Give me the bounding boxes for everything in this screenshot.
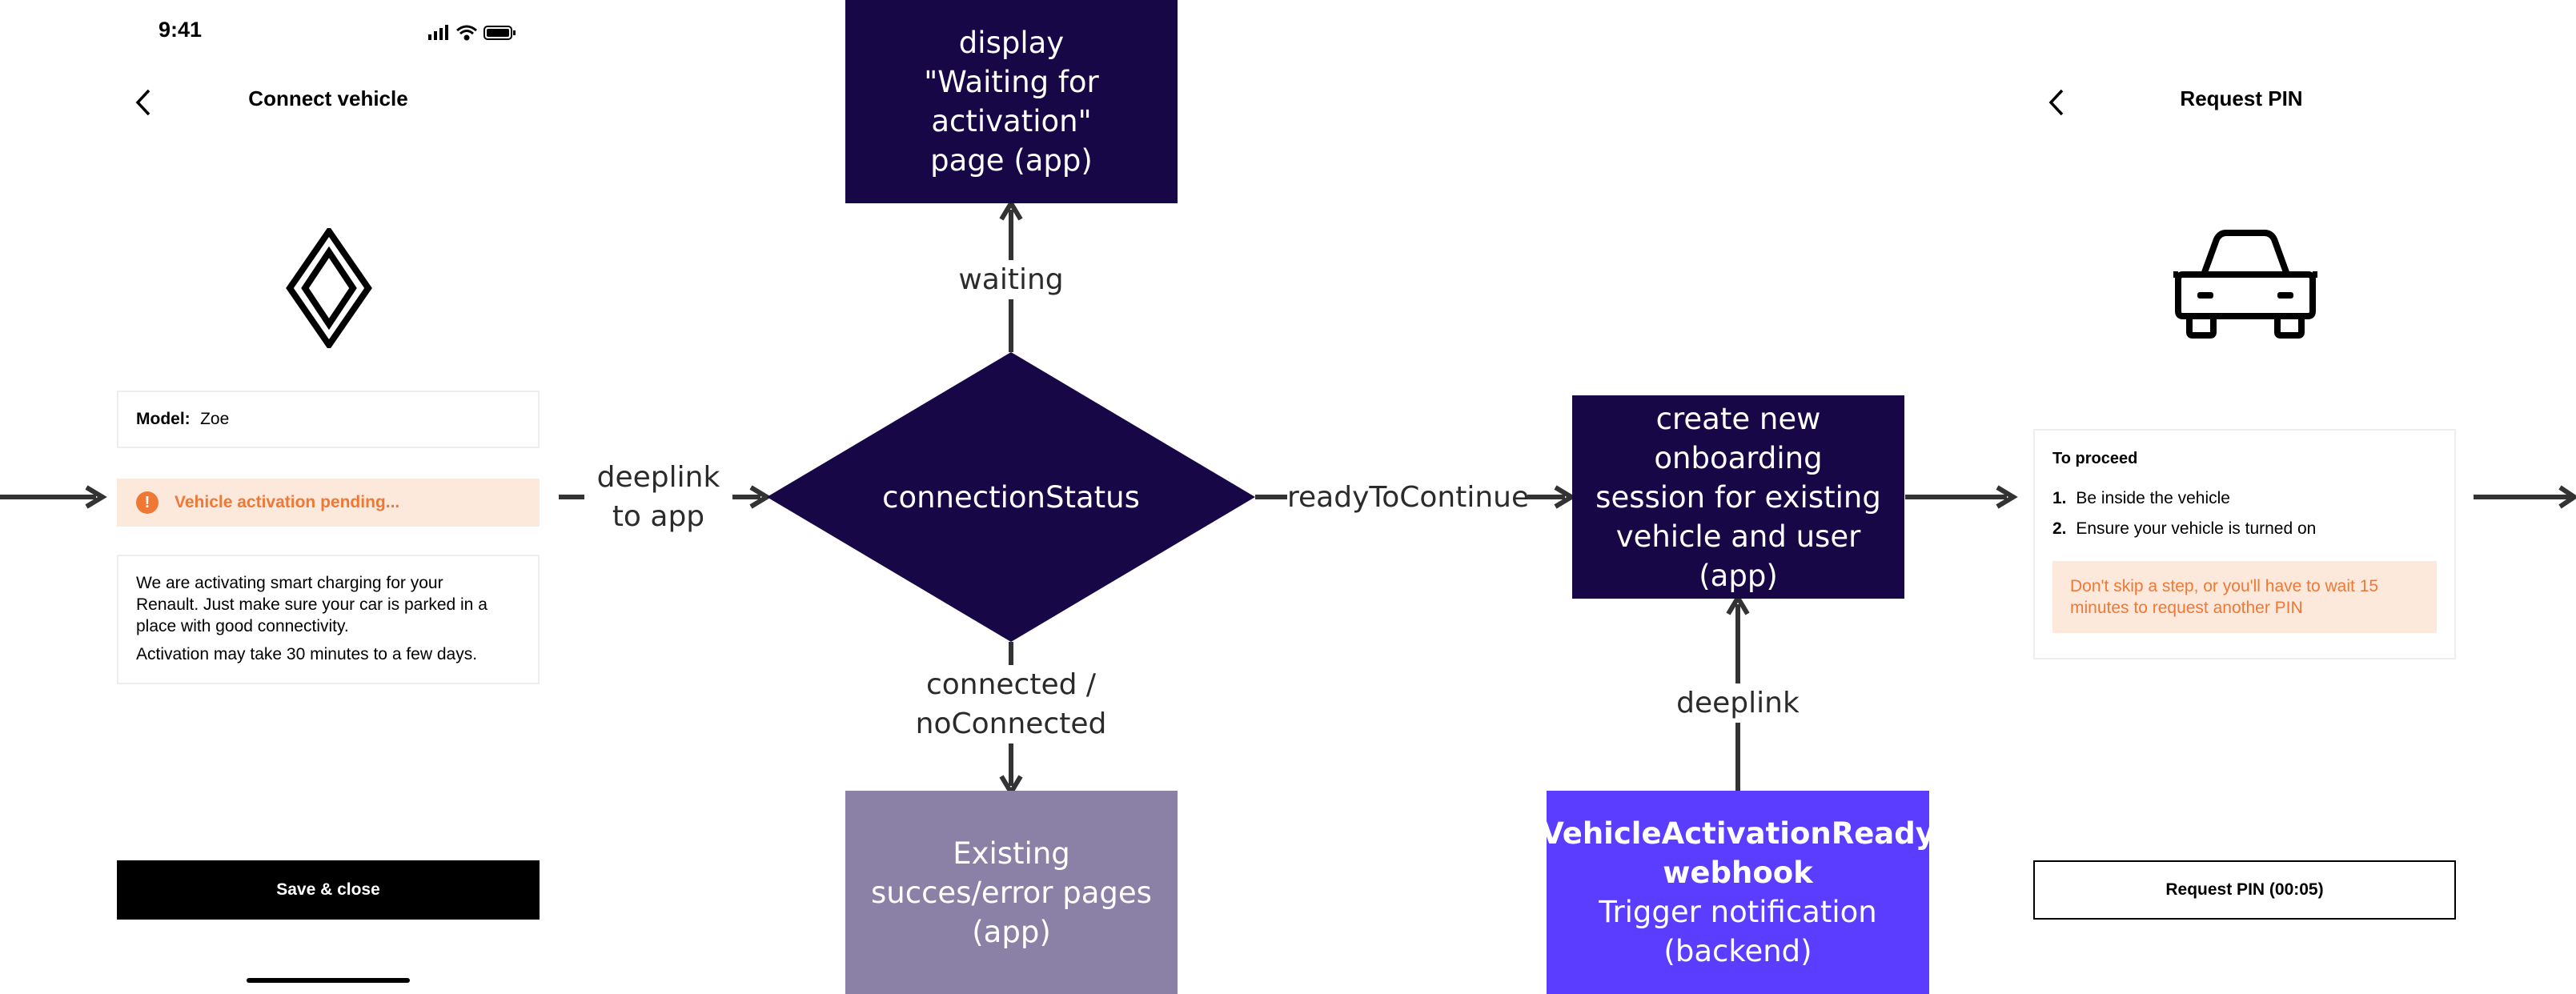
arrowhead <box>999 198 1023 221</box>
node-line: (backend) <box>1663 934 1812 968</box>
renault-logo-icon <box>284 225 374 351</box>
create-session-node: create new onboarding session for existi… <box>1572 395 1904 599</box>
node-line: succes/error pages <box>871 875 1152 910</box>
model-card: Model: Zoe <box>117 391 540 448</box>
decision-label: connectionStatus <box>882 479 1140 515</box>
step-item: 1. Be inside the vehicle <box>2052 489 2437 508</box>
car-icon <box>2173 228 2317 340</box>
arrowhead <box>85 485 107 509</box>
wifi-icon <box>456 25 477 41</box>
left-screen: 9:41 Connect vehicle Model: Zoe ! Vehicl… <box>112 0 552 994</box>
save-close-button[interactable]: Save & close <box>117 860 540 920</box>
proceed-card: To proceed 1. Be inside the vehicle 2. E… <box>2033 429 2456 659</box>
edge-label-waiting: waiting <box>939 260 1083 299</box>
status-time: 9:41 <box>158 18 203 42</box>
info-card: We are activating smart charging for you… <box>117 555 540 684</box>
step-number: 2. <box>2052 519 2067 538</box>
node-line: session for existing <box>1595 479 1881 515</box>
node-line: create new onboarding <box>1654 401 1823 475</box>
page-title: Request PIN <box>2180 86 2303 110</box>
step-text: Ensure your vehicle is turned on <box>2076 519 2317 538</box>
battery-icon <box>484 26 516 40</box>
back-chevron-icon[interactable] <box>2044 88 2068 117</box>
node-line: vehicle and user (app) <box>1615 519 1861 593</box>
alert-icon: ! <box>136 491 158 514</box>
node-line: Existing <box>953 836 1070 871</box>
info-line: We are activating smart charging for you… <box>136 574 443 592</box>
info-note: Activation may take 30 minutes to a few … <box>136 645 478 663</box>
node-line: (app) <box>972 914 1051 949</box>
decision-diamond-shape <box>767 352 1255 642</box>
arrowhead <box>2558 485 2576 509</box>
webhook-node: VehicleActivationReady webhook Trigger n… <box>1541 791 1935 994</box>
info-line: Renault. Just make sure your car is park… <box>136 595 488 614</box>
back-chevron-icon[interactable] <box>131 88 155 117</box>
node-line-bold: webhook <box>1663 856 1813 890</box>
arrowhead <box>1554 485 1576 509</box>
info-line: place with good connectivity. <box>136 617 349 635</box>
edge-label-connected: connected / noConnected <box>907 665 1115 743</box>
step-item: 2. Ensure your vehicle is turned on <box>2052 519 2437 539</box>
edge-label-deeplink-to-app: deeplink to app <box>584 458 732 536</box>
request-pin-button[interactable]: Request PIN (00:05) <box>2033 860 2456 920</box>
pending-text: Vehicle activation pending... <box>175 493 400 511</box>
arrowhead <box>1996 485 2018 509</box>
step-number: 1. <box>2052 489 2067 507</box>
step-text: Be inside the vehicle <box>2076 489 2230 507</box>
page-title: Connect vehicle <box>248 86 408 110</box>
node-line: display <box>958 26 1065 60</box>
warning-box: Don't skip a step, or you'll have to wai… <box>2052 561 2437 633</box>
node-line-bold: VehicleActivationReady <box>1541 816 1935 851</box>
right-screen: Request PIN To proceed 1. Be inside the … <box>2025 0 2474 994</box>
existing-pages-node: Existing succes/error pages (app) <box>845 791 1178 994</box>
proceed-title: To proceed <box>2052 450 2138 467</box>
waiting-page-node: display "Waiting for activation" page (a… <box>845 0 1178 203</box>
model-value: Zoe <box>200 410 230 428</box>
status-icons <box>428 24 524 42</box>
signal-icon <box>428 25 448 40</box>
model-label: Model: <box>136 410 191 428</box>
edge-label-deeplink: deeplink <box>1670 683 1806 723</box>
node-line: "Waiting for activation" <box>924 65 1099 138</box>
node-line: page (app) <box>930 143 1093 178</box>
edge-label-ready: readyToContinue <box>1287 478 1529 517</box>
home-indicator <box>247 978 410 983</box>
node-line: Trigger notification <box>1599 895 1877 929</box>
pending-banner: ! Vehicle activation pending... <box>117 479 540 527</box>
